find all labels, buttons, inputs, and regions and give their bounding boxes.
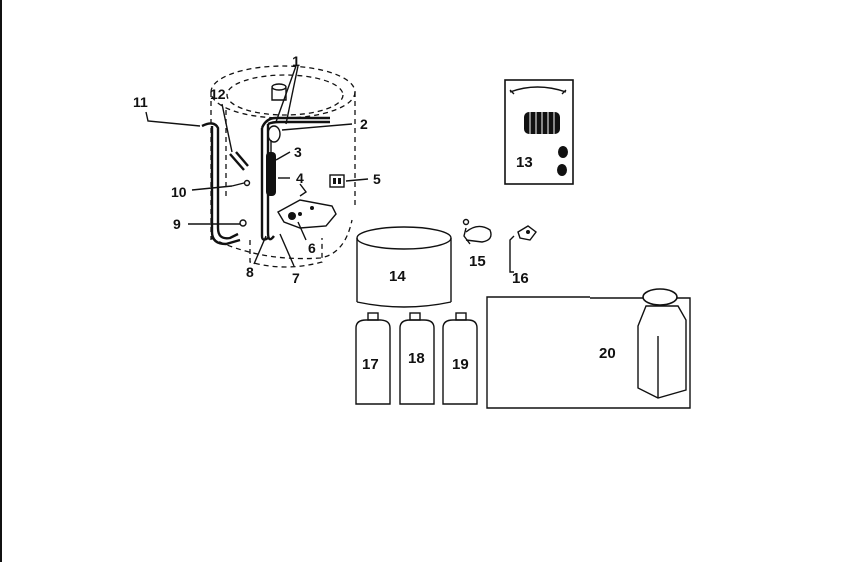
callout-3: 3	[294, 144, 302, 160]
callout-9: 9	[173, 216, 181, 232]
callout-8: 8	[246, 264, 254, 280]
callout-17: 17	[362, 356, 379, 373]
callout-7: 7	[292, 270, 300, 286]
callout-15: 15	[469, 253, 486, 270]
page-left-border	[0, 0, 2, 562]
hot-outlet-pipe	[260, 116, 330, 241]
small-fitting	[509, 225, 537, 273]
heating-element	[266, 125, 281, 196]
elbow-fitting	[229, 151, 249, 171]
callout-1: 1	[292, 53, 300, 69]
callout-19: 19	[452, 356, 469, 373]
callout-4: 4	[296, 170, 304, 186]
leader-lines	[145, 65, 369, 267]
callout-11: 11	[133, 94, 148, 110]
callout-labels: 1 2 3 4 5 6 7 8 9 10 11 12 13 14 15 16 1…	[133, 53, 616, 373]
callout-5: 5	[373, 171, 381, 187]
callout-14: 14	[389, 268, 406, 285]
callout-13: 13	[516, 154, 533, 171]
callout-10: 10	[171, 184, 187, 200]
bottle-17	[355, 312, 391, 405]
bottle-19	[442, 312, 478, 405]
callout-20: 20	[599, 345, 616, 362]
hose-clamp	[462, 218, 492, 245]
water-heater-tank	[210, 65, 356, 268]
kit-box	[504, 79, 574, 185]
canister	[356, 226, 452, 308]
container-box	[486, 288, 691, 409]
callout-6: 6	[308, 240, 316, 256]
callout-2: 2	[360, 116, 368, 132]
callout-12: 12	[210, 86, 226, 102]
nipple-part	[243, 179, 251, 187]
callout-16: 16	[512, 270, 529, 287]
drain-valve-part	[239, 219, 247, 227]
cold-inlet-pipe	[201, 122, 241, 246]
callout-18: 18	[408, 350, 425, 367]
burner-assembly	[277, 183, 337, 229]
bottle-18	[399, 312, 435, 405]
access-panel	[329, 174, 345, 188]
